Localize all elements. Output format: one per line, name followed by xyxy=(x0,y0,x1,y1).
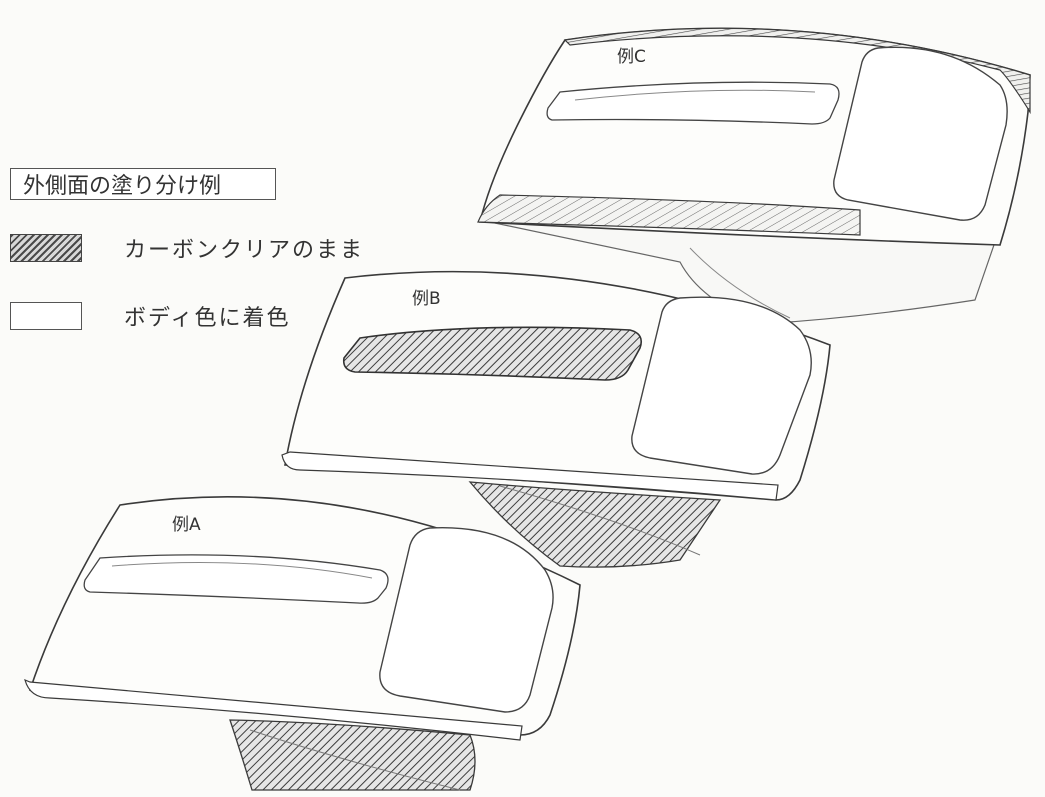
panel-b-underside xyxy=(468,481,722,568)
panel-b-strip xyxy=(342,326,643,381)
plain-swatch-icon xyxy=(10,302,82,330)
panel-c-lower-lip xyxy=(477,194,861,236)
panel-b: 例B xyxy=(281,270,831,568)
panel-c-strip xyxy=(546,81,840,125)
hatched-swatch-icon xyxy=(10,234,82,262)
panel-c-window xyxy=(833,46,1008,221)
legend-label-carbon-clear: カーボンクリアのまま xyxy=(124,238,365,263)
panel-a: 例A xyxy=(24,496,581,791)
panel-a-strip xyxy=(83,554,389,604)
legend-item-body-color: ボディ色に着色 xyxy=(10,300,290,332)
legend-title: 外側面の塗り分け例 xyxy=(23,174,222,199)
legend-label-body-color: ボディ色に着色 xyxy=(124,306,291,331)
legend-title-box: 外側面の塗り分け例 xyxy=(10,168,276,200)
panel-a-underside xyxy=(229,719,476,791)
legend-item-carbon-clear: カーボンクリアのまま xyxy=(10,232,364,264)
panel-b-label: 例B xyxy=(412,289,441,309)
panel-c-label: 例C xyxy=(617,47,646,67)
panel-a-window xyxy=(379,526,554,713)
panel-b-window xyxy=(631,296,812,475)
panel-c: 例C xyxy=(477,27,1031,325)
panel-a-label: 例A xyxy=(172,515,201,535)
